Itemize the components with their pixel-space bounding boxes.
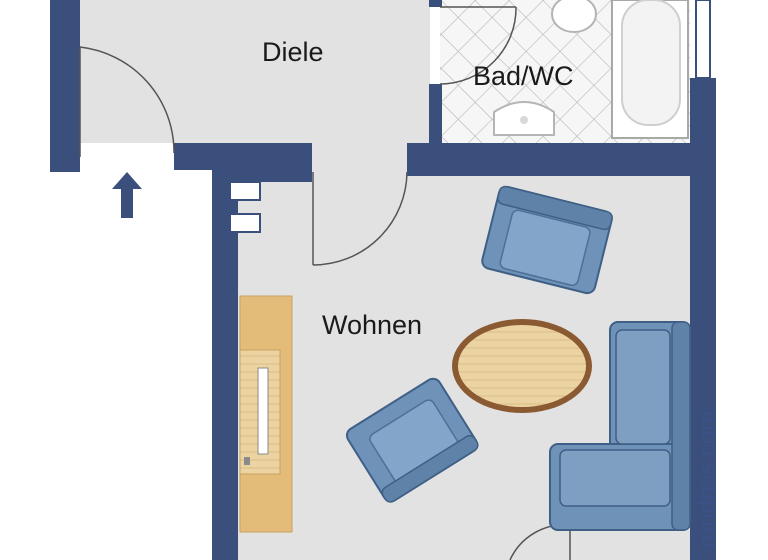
shelf-unit <box>239 295 293 533</box>
entrance-door <box>79 46 175 157</box>
corridor-floor <box>310 140 410 180</box>
watermark-text: rundriss.com <box>694 411 721 548</box>
hall-floor <box>79 0 430 143</box>
bathtub <box>611 0 689 139</box>
hall-label: Diele <box>262 37 324 67</box>
bath-window <box>695 0 711 79</box>
armchair-top <box>481 185 613 295</box>
armchair-bottom <box>345 377 479 503</box>
walls <box>50 0 716 560</box>
window-block-1 <box>229 181 261 201</box>
toilet <box>551 0 597 33</box>
living-door <box>312 171 408 266</box>
window-block-2 <box>229 213 261 233</box>
living-label: Wohnen <box>322 310 422 340</box>
arrow-up-icon <box>112 172 142 218</box>
coffee-table <box>452 319 592 413</box>
bath-door <box>439 6 517 85</box>
corner-sofa <box>549 321 691 531</box>
washbasin <box>493 101 555 136</box>
bath-label: Bad/WC <box>473 61 574 91</box>
